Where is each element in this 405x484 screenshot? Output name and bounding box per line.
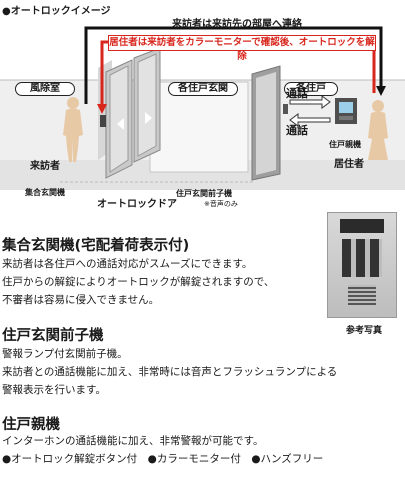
section-entrance-line-1: 警報ランプ付玄関前子機。 [2, 348, 128, 360]
section-master-line-2: ●オートロック解錠ボタン付 ●カラーモニター付 ●ハンズフリー [2, 453, 324, 465]
resident-figure [368, 100, 388, 160]
room-entrance-pill: 各住戸玄関 [168, 82, 238, 96]
master-unit-label: 住戸親機 [329, 140, 361, 149]
figure-title: ●オートロックイメージ [2, 6, 111, 17]
room-unit-pill: 各住戸 [284, 82, 338, 96]
lobby-panel-device [100, 115, 106, 127]
call-arrow-bottom [289, 113, 331, 127]
section-entrance-line-3: 警報表示を行います。 [2, 384, 106, 396]
unit-door [256, 72, 276, 175]
entrance-handset-label: 住戸玄関前子機 [176, 189, 232, 198]
panel-keypad [342, 239, 382, 277]
panel-speaker [348, 285, 376, 305]
door-handset [283, 104, 288, 114]
section-master-heading: 住戸親機 [2, 417, 60, 433]
panel-screen [340, 219, 384, 233]
section-lobby-line-2: 住戸からの解錠によりオートロックが解錠されますので、 [2, 276, 275, 288]
autolock-door-label: オートロックドア [97, 199, 177, 210]
section-master-line-1: インターホンの通話機能に加え、非常警報が可能です。 [2, 435, 264, 447]
room-lobby-pill: 風除室 [15, 82, 75, 96]
section-entrance-heading: 住戸玄関前子機 [2, 328, 104, 344]
master-unit-monitor [335, 98, 357, 124]
slide-arrow-left [117, 118, 124, 130]
call-arrow-top [289, 95, 331, 109]
section-lobby-heading: 集合玄関機(宅配着荷表示付) [2, 238, 190, 254]
audio-only-note: ※音声のみ [204, 200, 238, 208]
resident-label: 居住者 [334, 159, 364, 170]
section-lobby-line-3: 不審者は容易に侵入できません。 [2, 294, 160, 306]
visitor-label: 来訪者 [30, 161, 60, 172]
reference-photo [327, 212, 397, 318]
section-entrance-line-2: 来訪者との通話機能に加え、非常時には音声とフラッシュランプによる [2, 366, 338, 378]
autolock-diagram [0, 26, 405, 190]
visitor-banner: 来訪者は来訪先の部屋へ連絡 [172, 19, 302, 30]
resident-banner: 居住者は来訪者をカラーモニターで確認後、オートロックを解除 [108, 35, 376, 62]
section-lobby-line-1: 来訪者は各住戸への通話対応がスムーズにできます。 [2, 258, 253, 270]
slide-arrow-right [145, 112, 152, 124]
visitor-figure [63, 97, 83, 162]
visitor-call-line [84, 26, 383, 104]
call-label-top: 通話 [286, 87, 308, 100]
call-label-bottom: 通話 [286, 124, 308, 137]
lobby-panel-label: 集合玄関機 [25, 188, 65, 197]
photo-caption: 参考写真 [346, 326, 383, 336]
